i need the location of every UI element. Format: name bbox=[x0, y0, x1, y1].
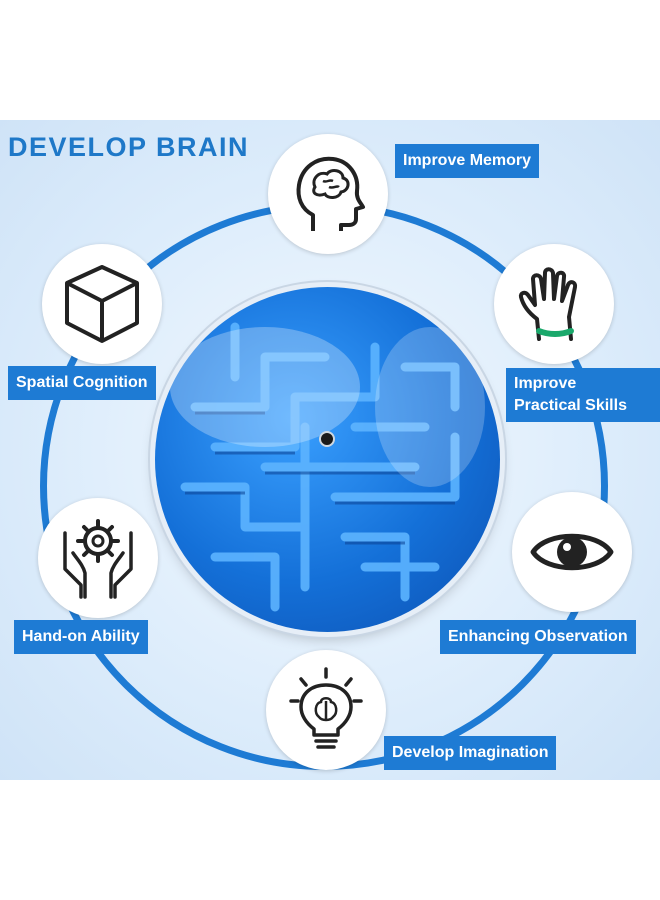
label-practical-line1: Improve bbox=[514, 375, 577, 392]
label-enhancing-observation: Enhancing Observation bbox=[440, 620, 636, 654]
cube-icon bbox=[65, 265, 139, 343]
infographic-panel: DEVELOP BRAIN bbox=[0, 120, 660, 780]
lightbulb-brain-icon bbox=[289, 667, 363, 749]
head-brain-icon bbox=[296, 156, 365, 231]
label-hand-on-ability: Hand-on Ability bbox=[14, 620, 148, 654]
label-develop-imagination: Develop Imagination bbox=[384, 736, 557, 770]
memory-icon-circle bbox=[268, 134, 388, 254]
gear-hands-icon bbox=[63, 519, 133, 599]
imagination-icon-circle bbox=[266, 650, 386, 770]
maze-pattern bbox=[170, 322, 485, 612]
label-practical-line2: Practical Skills bbox=[514, 397, 627, 414]
glove-hand-icon bbox=[518, 267, 578, 341]
label-improve-practical-skills: Improve Practical Skills bbox=[506, 368, 660, 422]
maze-ball-image bbox=[155, 287, 500, 632]
spatial-icon-circle bbox=[42, 244, 162, 364]
label-spatial-cognition: Spatial Cognition bbox=[8, 366, 156, 400]
eye-icon bbox=[530, 533, 614, 571]
label-improve-memory: Improve Memory bbox=[395, 144, 540, 178]
observation-icon-circle bbox=[512, 492, 632, 612]
hands-on-icon-circle bbox=[38, 498, 158, 618]
headline: DEVELOP BRAIN bbox=[8, 132, 250, 162]
practical-icon-circle bbox=[494, 244, 614, 364]
